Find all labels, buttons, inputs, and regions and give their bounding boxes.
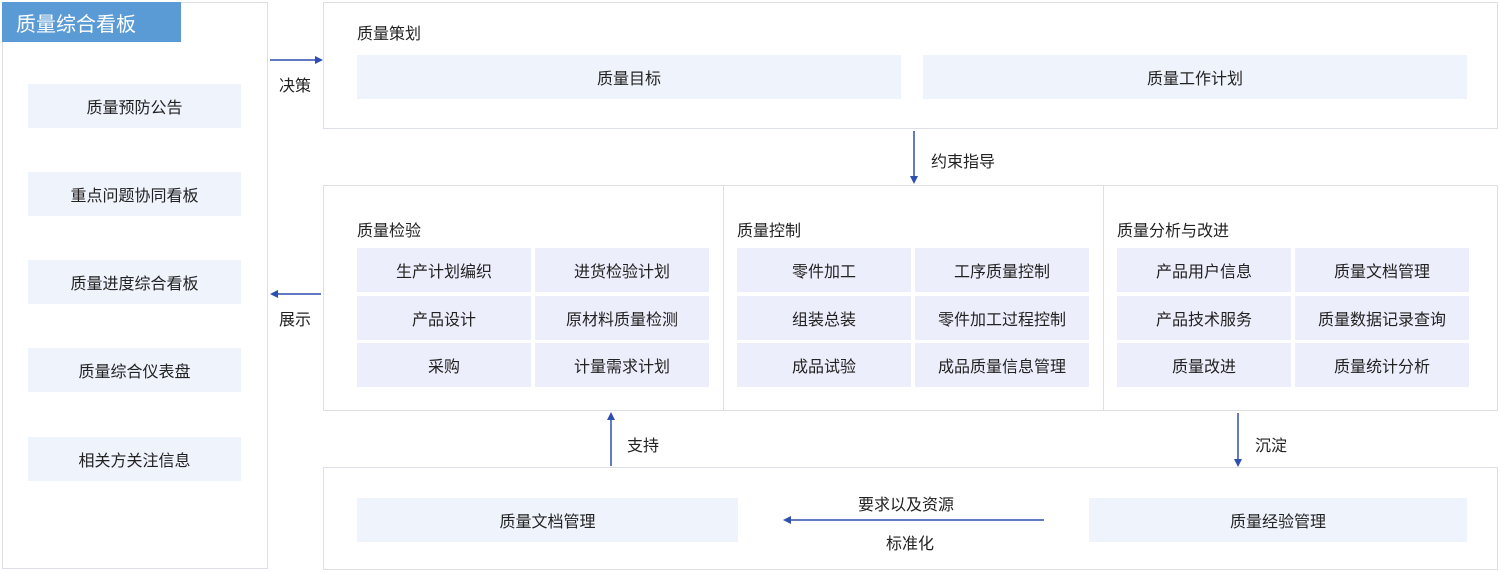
planning-item-work-plan[interactable]: 质量工作计划 bbox=[923, 55, 1467, 99]
analysis-cell[interactable]: 质量统计分析 bbox=[1295, 343, 1469, 387]
arrow-deposit-head bbox=[1234, 459, 1242, 467]
inspection-cell[interactable]: 生产计划编织 bbox=[357, 248, 531, 292]
connector-label-constraint: 约束指导 bbox=[931, 152, 996, 171]
bottom-experience-management[interactable]: 质量经验管理 bbox=[1089, 498, 1467, 542]
control-cell[interactable]: 工序质量控制 bbox=[915, 248, 1089, 292]
connector-label-decision: 决策 bbox=[279, 76, 312, 95]
arrow-label-requirements: 要求以及资源 bbox=[858, 495, 955, 514]
planning-item-quality-goal[interactable]: 质量目标 bbox=[357, 55, 901, 99]
control-cell[interactable]: 成品试验 bbox=[737, 343, 911, 387]
control-title: 质量控制 bbox=[737, 221, 802, 240]
inspection-cell[interactable]: 采购 bbox=[357, 343, 531, 387]
dashboard-tag: 质量综合看板 bbox=[2, 2, 181, 42]
left-item-stakeholder-info[interactable]: 相关方关注信息 bbox=[28, 437, 241, 481]
arrow-support-head bbox=[607, 412, 615, 420]
analysis-cell[interactable]: 质量数据记录查询 bbox=[1295, 296, 1469, 340]
connector-label-support: 支持 bbox=[627, 436, 660, 455]
connector-label-deposit: 沉淀 bbox=[1255, 436, 1288, 455]
analysis-cell[interactable]: 质量文档管理 bbox=[1295, 248, 1469, 292]
analysis-title: 质量分析与改进 bbox=[1117, 221, 1230, 240]
control-cell[interactable]: 成品质量信息管理 bbox=[915, 343, 1089, 387]
middle-divider-2 bbox=[1103, 185, 1104, 411]
left-item-prevention-notice[interactable]: 质量预防公告 bbox=[28, 84, 241, 128]
arrow-label-standardize: 标准化 bbox=[886, 534, 935, 553]
bottom-doc-management[interactable]: 质量文档管理 bbox=[357, 498, 738, 542]
analysis-cell[interactable]: 质量改进 bbox=[1117, 343, 1291, 387]
planning-title: 质量策划 bbox=[357, 24, 422, 43]
arrow-display-head bbox=[270, 290, 278, 298]
control-cell[interactable]: 组装总装 bbox=[737, 296, 911, 340]
inspection-cell[interactable]: 进货检验计划 bbox=[535, 248, 709, 292]
inspection-title: 质量检验 bbox=[357, 221, 422, 240]
control-cell[interactable]: 零件加工 bbox=[737, 248, 911, 292]
arrow-requirements-head bbox=[783, 516, 791, 524]
analysis-cell[interactable]: 产品用户信息 bbox=[1117, 248, 1291, 292]
inspection-cell[interactable]: 计量需求计划 bbox=[535, 343, 709, 387]
control-cell[interactable]: 零件加工过程控制 bbox=[915, 296, 1089, 340]
middle-divider-1 bbox=[723, 185, 724, 411]
analysis-cell[interactable]: 产品技术服务 bbox=[1117, 296, 1291, 340]
left-item-progress-board[interactable]: 质量进度综合看板 bbox=[28, 260, 241, 304]
left-item-dashboard[interactable]: 质量综合仪表盘 bbox=[28, 348, 241, 392]
inspection-cell[interactable]: 产品设计 bbox=[357, 296, 531, 340]
arrow-decision-head bbox=[315, 56, 323, 64]
left-item-key-issue-board[interactable]: 重点问题协同看板 bbox=[28, 172, 241, 216]
arrow-constraint-head bbox=[910, 176, 918, 184]
inspection-cell[interactable]: 原材料质量检测 bbox=[535, 296, 709, 340]
connector-label-display: 展示 bbox=[279, 310, 312, 329]
